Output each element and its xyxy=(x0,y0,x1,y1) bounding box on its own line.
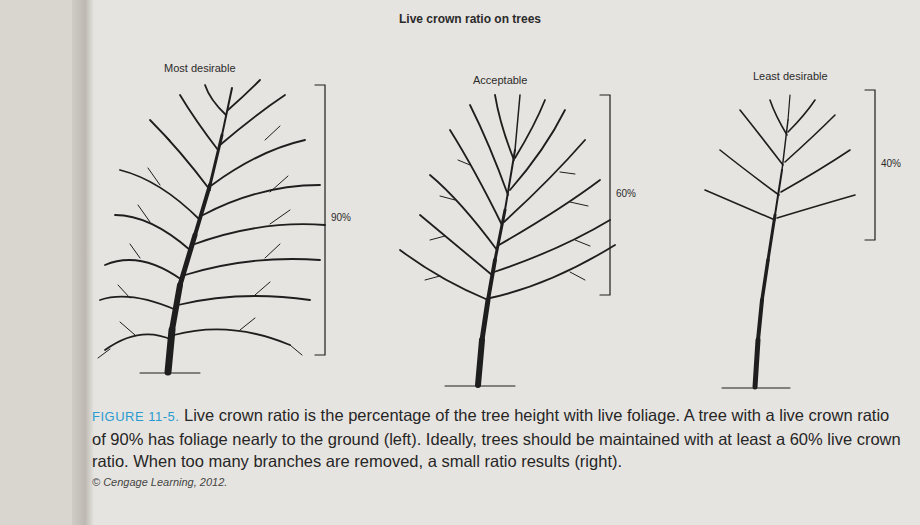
rating-label: Acceptable xyxy=(473,74,527,86)
ratio-percent: 40% xyxy=(881,158,901,169)
credit-line: © Cengage Learning, 2012. xyxy=(92,476,227,488)
rating-label: Least desirable xyxy=(753,70,828,82)
rating-label: Most desirable xyxy=(164,62,236,74)
ratio-percent: 90% xyxy=(331,212,351,223)
caption-text: Live crown ratio is the percentage of th… xyxy=(92,406,901,470)
figure-number: FIGURE 11-5. xyxy=(92,409,179,424)
figure-title: Live crown ratio on trees xyxy=(399,12,541,26)
ratio-percent: 60% xyxy=(616,188,636,199)
caption-paragraph: FIGURE 11-5. Live crown ratio is the per… xyxy=(92,404,907,472)
